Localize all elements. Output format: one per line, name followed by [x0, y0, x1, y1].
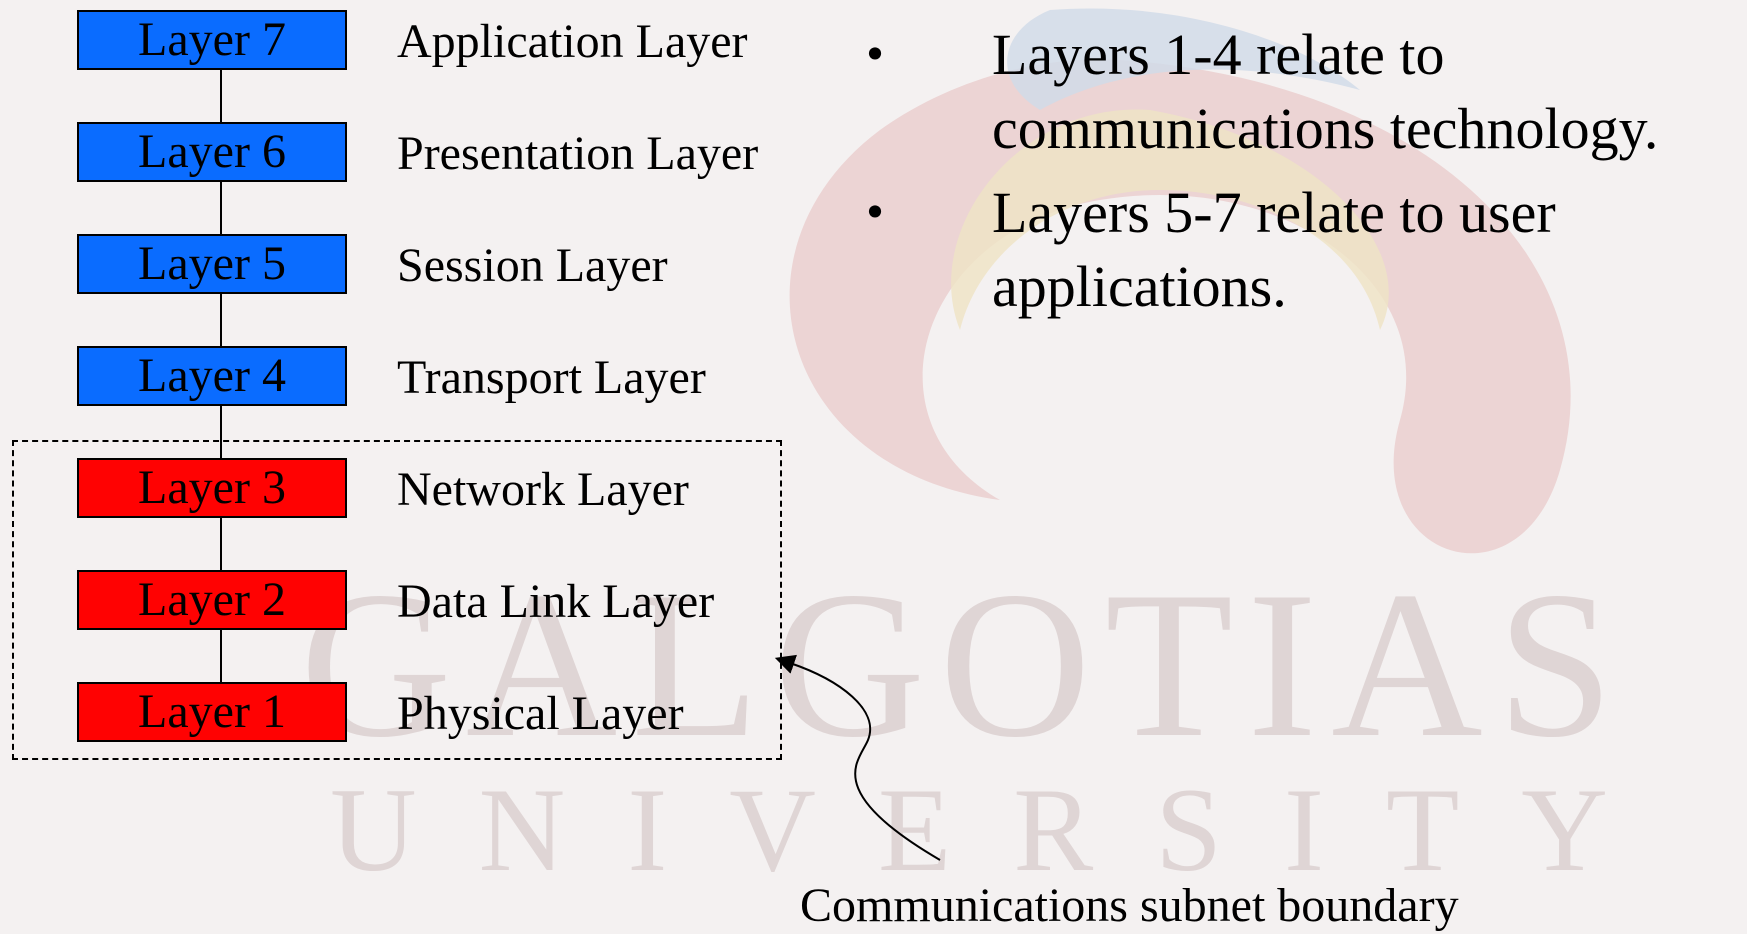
layer-6-name: Presentation Layer — [397, 127, 759, 180]
layer-5-name: Session Layer — [397, 239, 668, 292]
layer-1-box: Layer 1 — [77, 682, 347, 742]
layer-3-box: Layer 3 — [77, 458, 347, 518]
subnet-boundary-caption: Communications subnet boundary — [800, 879, 1459, 932]
layer-1-name: Physical Layer — [397, 687, 684, 740]
bullet-marker: • — [862, 188, 888, 237]
layer-7-name: Application Layer — [397, 15, 748, 68]
bullet-text: Layers 1-4 relate to communications tech… — [992, 22, 1659, 161]
layer-6-box: Layer 6 — [77, 122, 347, 182]
watermark-university-name: GALGOTIAS — [300, 549, 1628, 781]
layer-7-box: Layer 7 — [77, 10, 347, 70]
bullet-marker: • — [862, 30, 888, 79]
layer-3-name: Network Layer — [397, 463, 689, 516]
layer-4-name: Transport Layer — [397, 351, 706, 404]
watermark-university-subtitle: UNIVERSITY — [330, 763, 1670, 896]
bullet-text: Layers 5-7 relate to user applications. — [992, 180, 1556, 319]
layer-4-box: Layer 4 — [77, 346, 347, 406]
layer-2-name: Data Link Layer — [397, 575, 715, 628]
layer-2-box: Layer 2 — [77, 570, 347, 630]
bullet-item: • Layers 1-4 relate to communications te… — [860, 18, 1740, 166]
communications-subnet-boundary — [12, 440, 782, 760]
bullet-item: • Layers 5-7 relate to user applications… — [860, 176, 1740, 324]
bullet-list: • Layers 1-4 relate to communications te… — [860, 18, 1740, 334]
layer-5-box: Layer 5 — [77, 234, 347, 294]
